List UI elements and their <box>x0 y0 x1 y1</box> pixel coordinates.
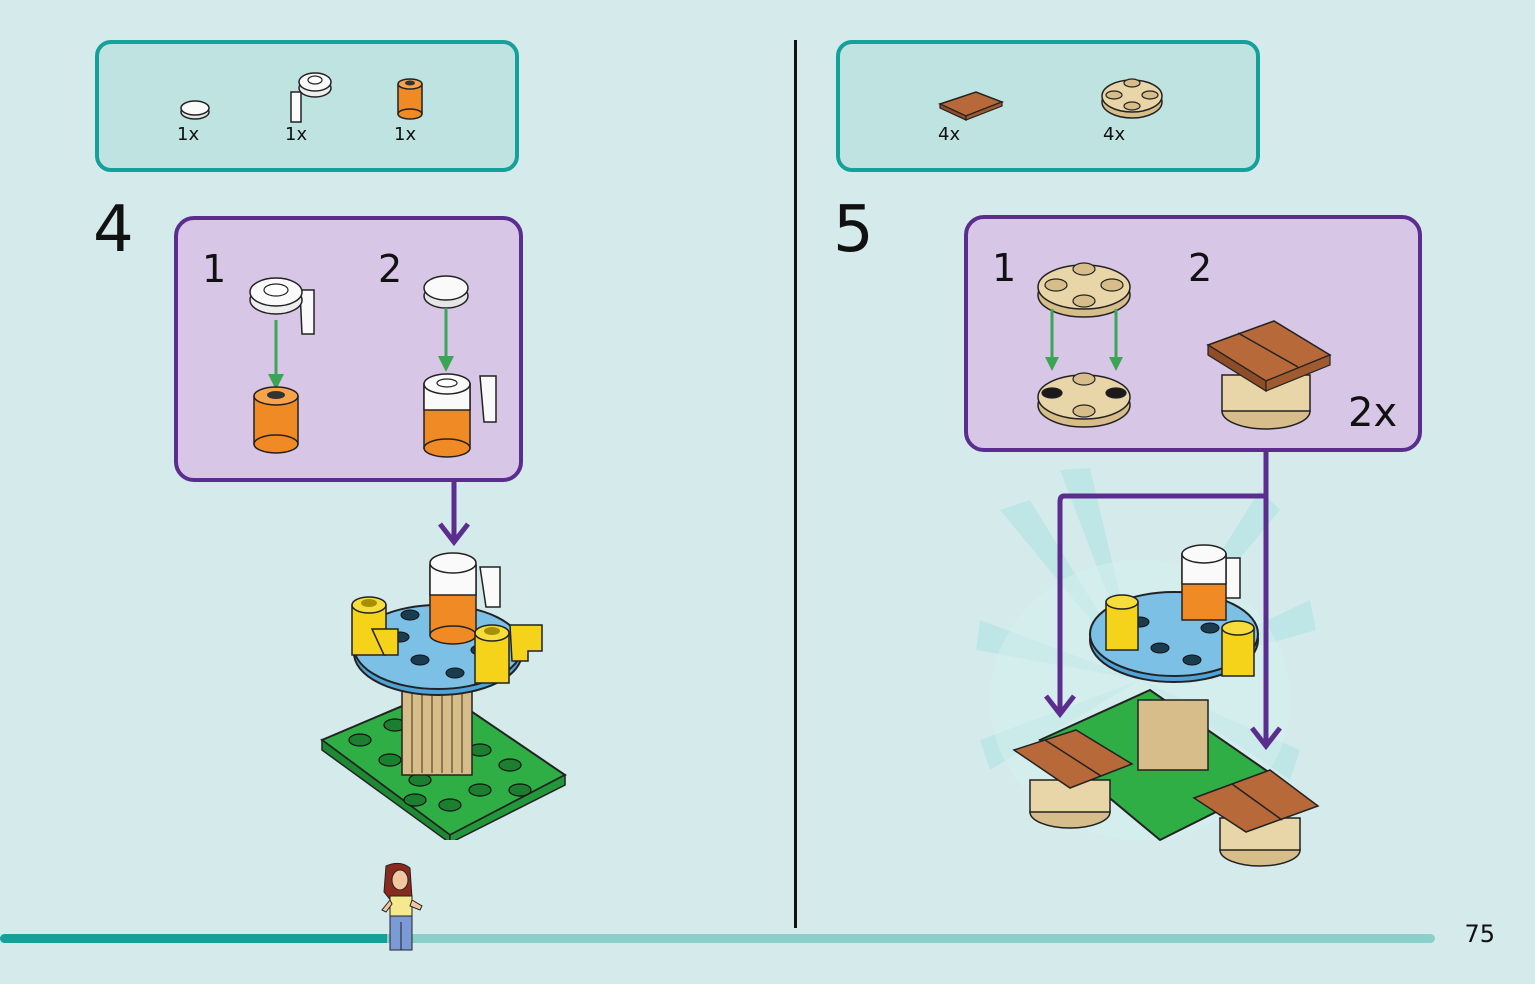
part-qty: 1x <box>177 124 200 145</box>
part-qty: 4x <box>1103 124 1126 145</box>
tan-round-plate-icon <box>1101 78 1163 119</box>
part-qty: 4x <box>938 124 961 145</box>
orange-round-brick-icon <box>397 78 423 120</box>
step5-substeps-callout: 1 2 2x <box>964 215 1422 452</box>
substep-number: 1 <box>202 247 227 291</box>
brown-tile-icon <box>937 91 1005 121</box>
purple-arrow-icon <box>438 480 470 547</box>
page-divider <box>794 40 797 928</box>
progress-track <box>0 934 1435 943</box>
white-cup-icon <box>290 72 332 123</box>
step4-parts-list: 1x 1x 1x <box>95 40 519 172</box>
tile-onto-cup-icon <box>423 275 497 458</box>
substep-number: 2 <box>1188 246 1213 290</box>
progress-fill <box>0 934 388 943</box>
step5-number: 5 <box>833 193 874 267</box>
page-number: 75 <box>1464 920 1495 948</box>
brown-tile-seat-icon <box>1206 320 1332 430</box>
step4-number: 4 <box>93 193 134 267</box>
cup-onto-orange-brick-icon <box>249 277 315 454</box>
step4-substeps-callout: 1 2 <box>174 216 523 482</box>
part-qty: 1x <box>394 124 417 145</box>
drink-stand-model-icon <box>320 552 567 840</box>
multiplier-label: 2x <box>1348 390 1398 436</box>
stack-tan-plates-icon <box>1037 262 1131 428</box>
part-qty: 1x <box>285 124 308 145</box>
drink-stand-with-seats-icon <box>976 452 1320 867</box>
substep-number: 2 <box>378 247 403 291</box>
minifigure-icon <box>381 862 423 951</box>
step5-parts-list: 4x 4x <box>836 40 1260 172</box>
white-round-tile-icon <box>180 100 210 120</box>
substep-number: 1 <box>992 246 1017 290</box>
